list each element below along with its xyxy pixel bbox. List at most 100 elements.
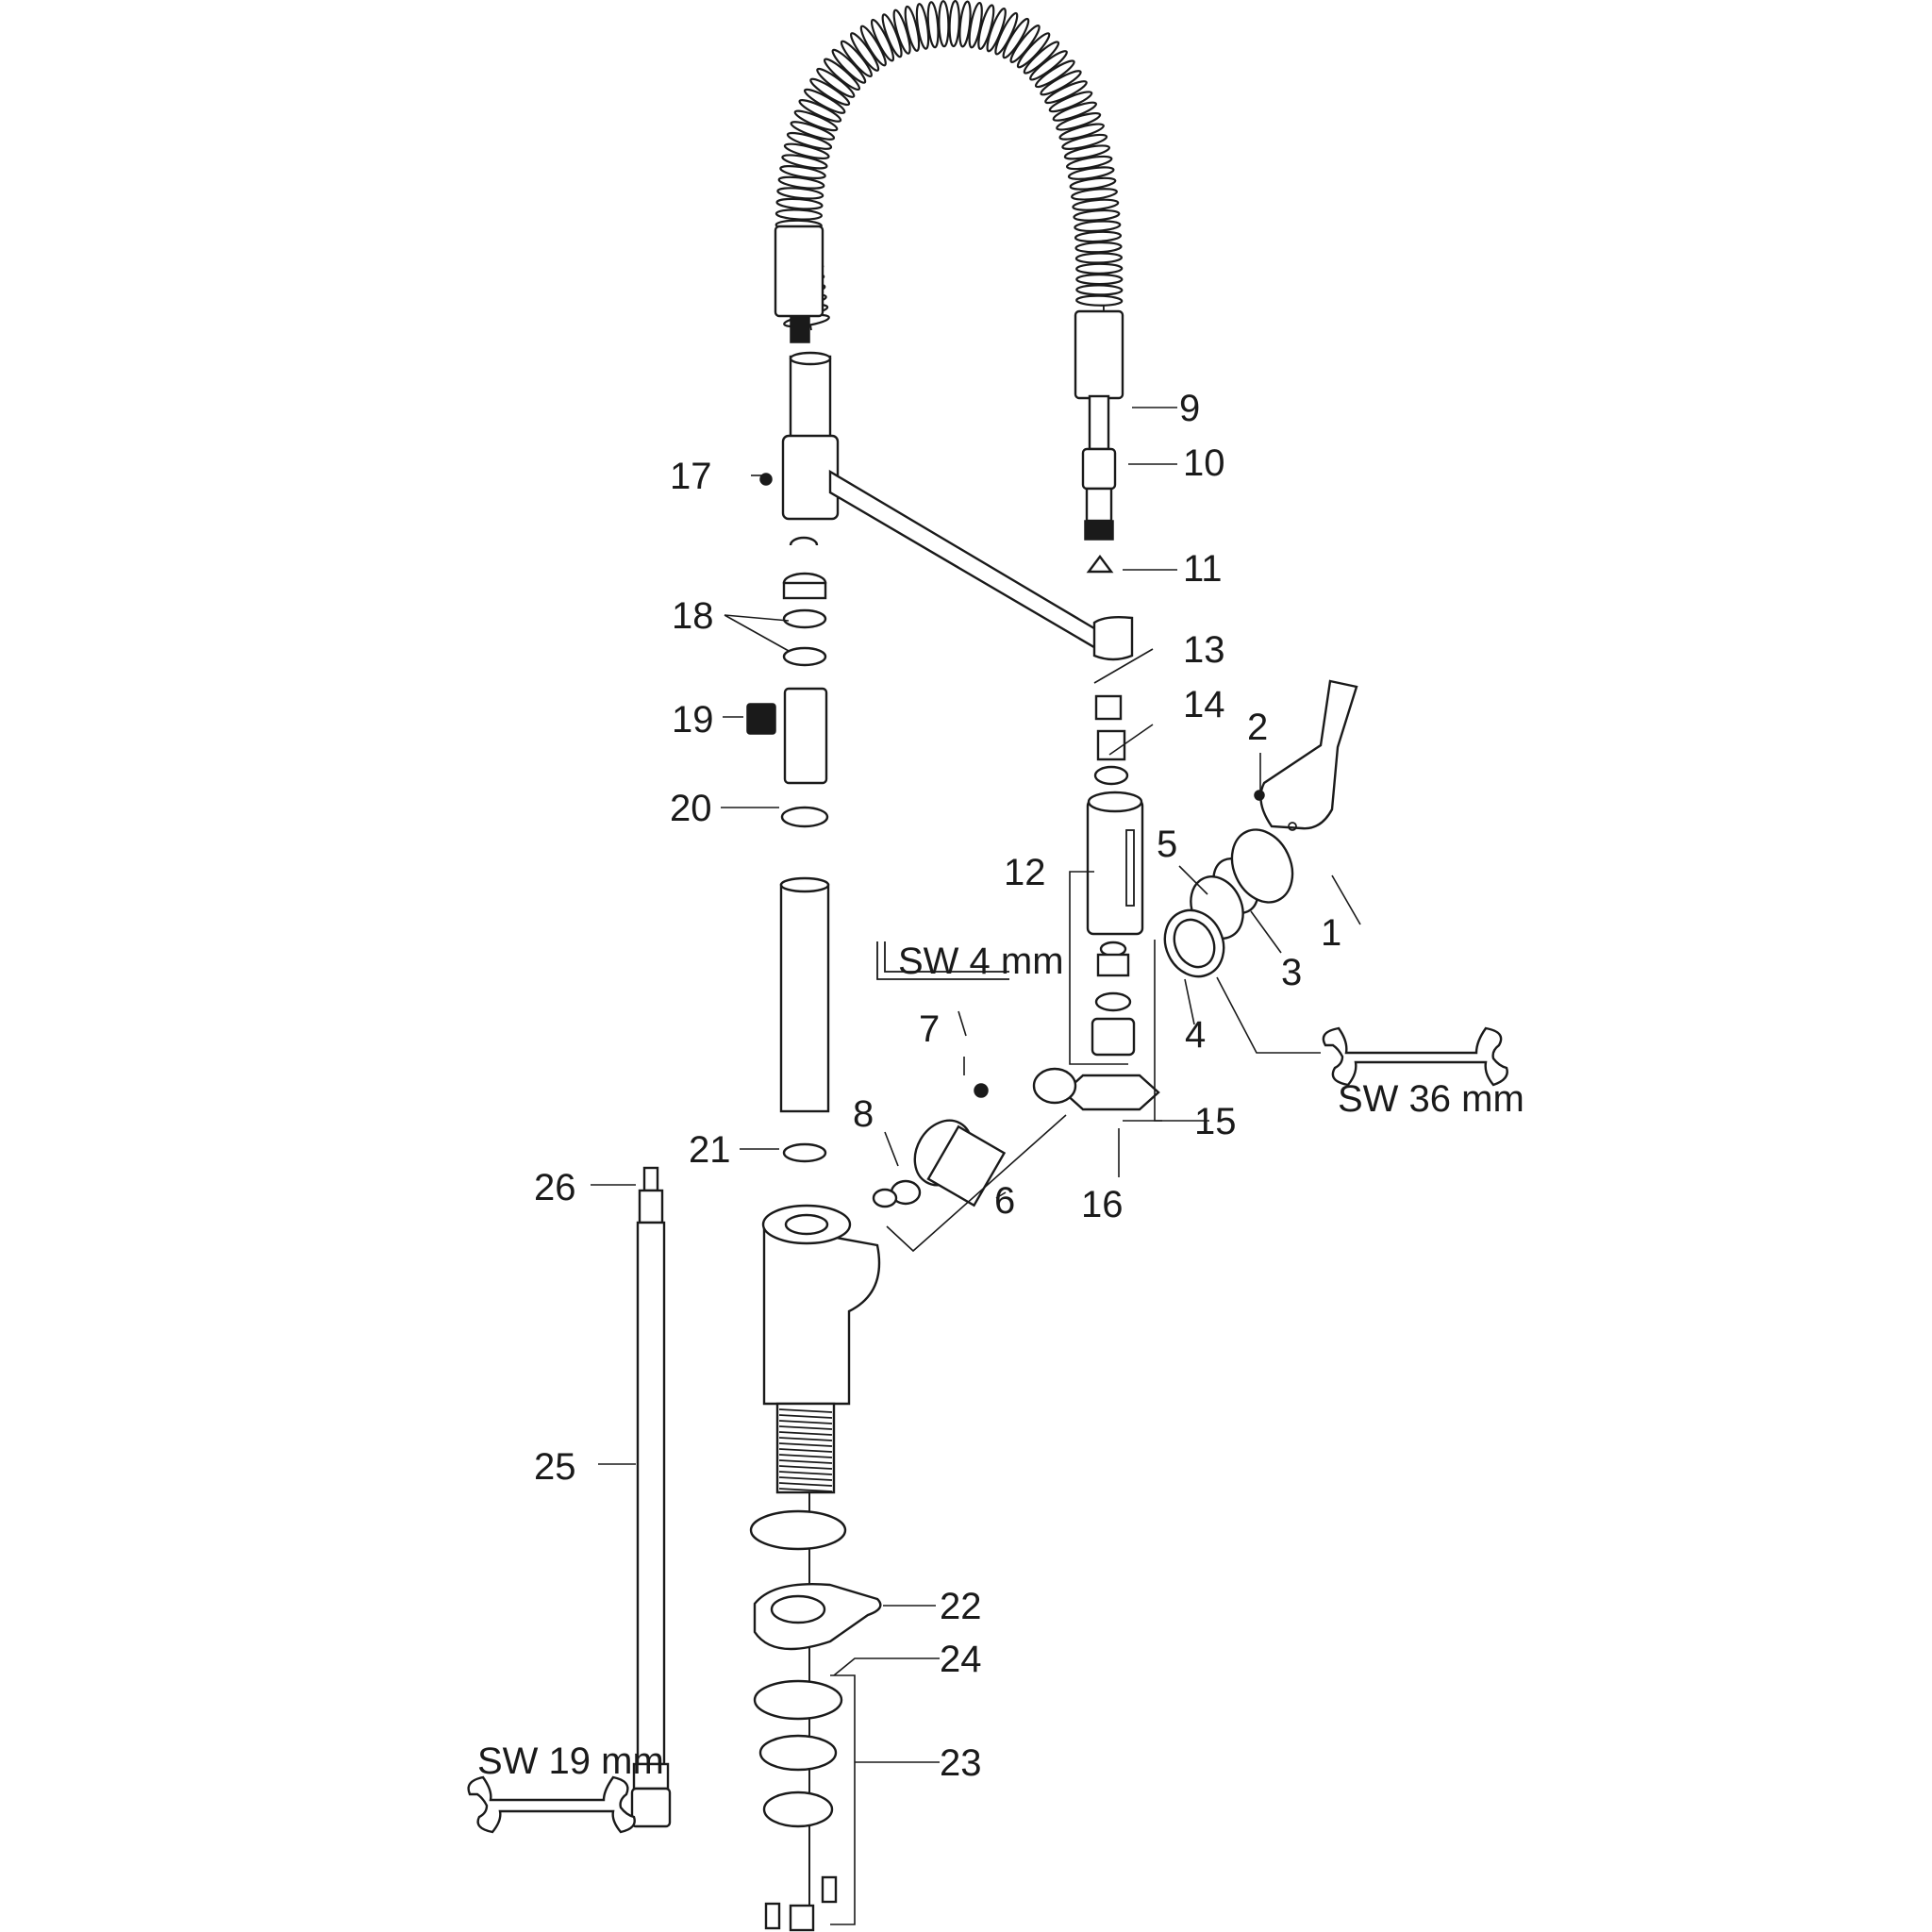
callout-10: 10 <box>1183 442 1225 484</box>
callout-labels: 1 2 3 4 5 6 7 8 9 10 11 12 13 14 15 16 1… <box>534 388 1341 1784</box>
wrench-19-label: SW 19 mm <box>477 1740 664 1782</box>
spring-coil <box>1071 188 1118 201</box>
thread-line <box>778 1420 833 1424</box>
spring-coil <box>986 8 1007 53</box>
leader-lines <box>591 407 1361 1925</box>
spring-coil <box>1023 41 1060 75</box>
spring-coil <box>1058 123 1105 141</box>
spring-coil <box>1052 101 1098 122</box>
spring-coil <box>816 67 856 98</box>
callout-19: 19 <box>672 699 714 741</box>
spring-coil <box>1075 284 1124 296</box>
spring-coil <box>1074 220 1122 233</box>
wrench-36-icon <box>1322 1026 1508 1087</box>
spring-coil <box>1073 208 1121 222</box>
spring-coil <box>881 13 903 58</box>
thread-line <box>778 1482 833 1487</box>
callout-4: 4 <box>1185 1014 1206 1056</box>
thread-line <box>778 1459 833 1464</box>
lever-handle <box>1163 679 1358 978</box>
callout-21: 21 <box>689 1129 731 1171</box>
callout-5: 5 <box>1157 824 1177 865</box>
callout-7: 7 <box>919 1008 940 1050</box>
callout-20: 20 <box>670 788 712 829</box>
spring-coil <box>809 77 851 107</box>
callout-2: 2 <box>1247 707 1268 748</box>
callout-22: 22 <box>940 1586 982 1627</box>
thread-line <box>778 1476 833 1481</box>
spring-coil <box>968 1 983 49</box>
callout-26: 26 <box>534 1167 576 1208</box>
spring-coil <box>1075 262 1124 275</box>
callout-15: 15 <box>1194 1101 1237 1142</box>
spring-coil <box>1072 198 1120 211</box>
spring-coil <box>783 142 830 160</box>
spring-coil <box>1075 274 1124 286</box>
hex-key-label: SW 4 mm <box>898 941 1064 982</box>
spring-coil <box>786 131 833 150</box>
spring-hose <box>774 0 1124 400</box>
spring-coil <box>850 32 880 72</box>
spring-coil <box>1075 294 1124 307</box>
spring-coil <box>793 109 839 132</box>
hose-fitting-9-10 <box>1081 394 1117 574</box>
spring-coil <box>823 58 861 92</box>
spring-coil <box>1016 32 1051 69</box>
callout-3: 3 <box>1281 952 1302 993</box>
spring-coil <box>958 0 972 48</box>
callout-1: 1 <box>1321 912 1341 954</box>
spring-coil <box>859 25 887 67</box>
thread-line <box>778 1471 833 1475</box>
callout-11: 11 <box>1183 548 1223 590</box>
spring-coil <box>977 4 995 50</box>
spring-coil <box>1074 242 1123 254</box>
thread-line <box>778 1408 833 1413</box>
spring-coil <box>1067 166 1115 180</box>
spring-coil <box>938 0 950 48</box>
callout-16: 16 <box>1081 1184 1124 1225</box>
spring-coil <box>1029 50 1068 81</box>
tool-labels: SW 4 mm SW 36 mm SW 19 mm <box>477 941 1524 1782</box>
spring-coil <box>1065 155 1113 171</box>
spring-coil <box>798 98 842 123</box>
callout-8: 8 <box>853 1093 874 1135</box>
left-column-parts <box>746 536 830 1163</box>
spring-coil <box>776 187 824 200</box>
thread-line <box>778 1425 833 1430</box>
mixer-cartridge <box>872 1067 1077 1208</box>
callout-12: 12 <box>1004 852 1046 893</box>
thread-line <box>778 1454 833 1458</box>
tap-body <box>761 1204 881 1915</box>
spring-coil <box>1074 230 1123 243</box>
callout-6: 6 <box>994 1180 1015 1222</box>
spring-coil <box>803 88 846 114</box>
spring-coil <box>1002 17 1030 59</box>
spring-coil <box>994 11 1019 56</box>
thread-line <box>778 1448 833 1453</box>
spring-coil <box>1069 176 1117 191</box>
spring-coil <box>790 121 836 141</box>
mounting-parts <box>749 1509 882 1932</box>
spring-coil <box>775 197 824 210</box>
spring-coil <box>1048 91 1093 113</box>
spring-coil <box>779 165 826 179</box>
part-11-cone <box>1086 555 1114 574</box>
callout-17: 17 <box>670 456 712 497</box>
spring-coil <box>1009 25 1041 63</box>
spring-coil <box>1044 80 1088 105</box>
spring-coil <box>1034 59 1075 89</box>
spring-coil <box>915 3 930 50</box>
spring-coil <box>904 5 921 52</box>
swivel-spout-arm <box>759 351 1134 661</box>
supply-hose <box>630 1166 672 1828</box>
spring-coil <box>1056 111 1102 131</box>
spring-coil <box>831 48 867 84</box>
thread-line <box>778 1442 833 1447</box>
callout-25: 25 <box>534 1446 576 1488</box>
spring-coil <box>840 40 873 78</box>
spring-coil <box>870 18 895 62</box>
thread-line <box>778 1437 833 1441</box>
spring-coil <box>774 208 823 221</box>
hex-key-tool <box>876 941 1009 980</box>
